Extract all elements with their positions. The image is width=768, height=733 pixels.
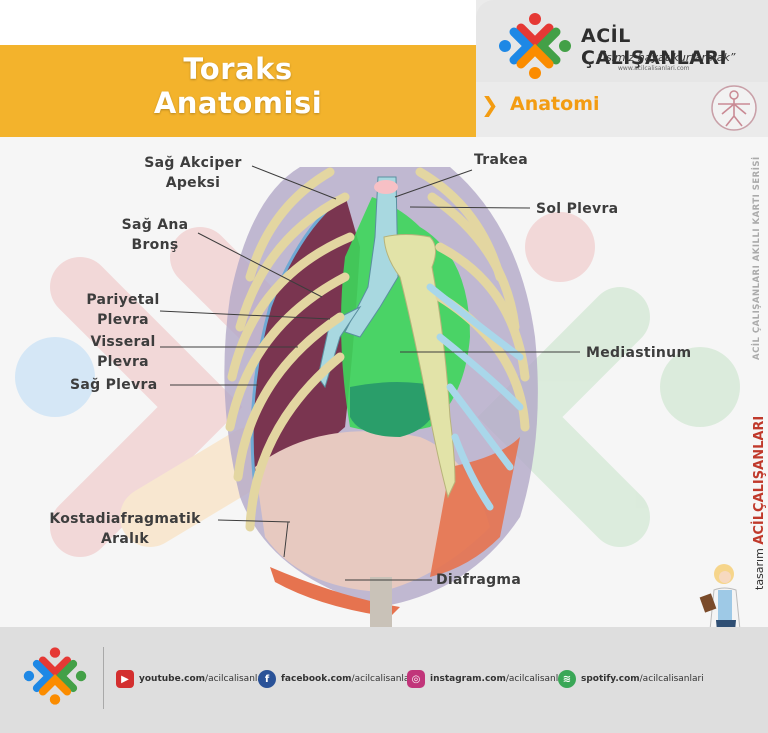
side-design-credit: tasarım ACİLÇALIŞANLARI xyxy=(752,380,768,590)
label-line: Sağ Ana xyxy=(121,217,189,233)
thorax-diagram xyxy=(15,165,740,627)
label-sol-plevra: Sol Plevra xyxy=(536,201,619,217)
facebook-domain: facebook.com xyxy=(281,674,352,684)
trachea-opening xyxy=(374,180,398,194)
label-line: Visseral xyxy=(90,334,156,350)
category-label: Anatomi xyxy=(510,93,600,115)
label-line: Plevra xyxy=(97,312,149,328)
brand-logo-icon xyxy=(499,13,571,79)
instagram-handle: /acilcalisanlari xyxy=(505,674,570,684)
label-line: Plevra xyxy=(97,354,149,370)
spotify-link[interactable]: ≋ spotify.com/acilcalisanlari xyxy=(558,668,704,690)
label-sag-plevra: Sağ Plevra xyxy=(70,377,158,393)
facebook-link[interactable]: f facebook.com/acilcalisanlari xyxy=(258,668,416,690)
youtube-icon: ▶ xyxy=(116,670,134,688)
label-line: Pariyetal xyxy=(86,292,160,308)
label-line: Bronş xyxy=(131,237,179,253)
title-line-2: Anatomisi xyxy=(153,86,323,120)
trachea xyxy=(344,176,399,338)
label-sag-ana-brons: Sağ Ana Bronş xyxy=(112,215,198,255)
brand-url: www.acilcalisanlari.com xyxy=(618,65,690,72)
costal-cartilages xyxy=(426,283,524,511)
side-design-brand: ACİLÇALIŞANLARI xyxy=(752,415,767,545)
facebook-icon: f xyxy=(258,670,276,688)
label-pariyetal-plevra: Pariyetal Plevra xyxy=(80,290,166,330)
label-kostadiafragmatik-aralik: Kostadiafragmatik Aralık xyxy=(40,509,210,549)
label-line: Aralık xyxy=(101,531,149,547)
instagram-link[interactable]: ◎ instagram.com/acilcalisanlari xyxy=(407,668,570,690)
title-band xyxy=(0,45,476,137)
side-series-label: ACİL ÇALIŞANLARI AKILLI KARTI SERİSİ xyxy=(752,156,762,360)
label-mediastinum: Mediastinum xyxy=(586,345,692,361)
instagram-domain: instagram.com xyxy=(430,674,506,684)
footer-divider xyxy=(103,647,104,709)
spotify-handle: /acilcalisanlari xyxy=(639,674,704,684)
title-line-1: Toraks xyxy=(183,52,293,86)
diaphragm-muscle-left xyxy=(270,567,400,617)
label-diafragma: Diafragma xyxy=(436,572,522,588)
label-visseral-plevra: Visseral Plevra xyxy=(80,332,166,372)
pointer-lines xyxy=(159,165,580,581)
youtube-domain: youtube.com xyxy=(139,674,206,684)
facebook-handle: /acilcalisanlari xyxy=(351,674,416,684)
youtube-link[interactable]: ▶ youtube.com/acilcalisanlari xyxy=(116,668,269,690)
brand-slogan: “İşimiz hayat kurtarmak” xyxy=(597,51,736,64)
vitruvian-man-icon xyxy=(711,85,757,131)
spine xyxy=(370,577,392,627)
label-line: Sağ Akciper xyxy=(144,155,242,171)
spotify-domain: spotify.com xyxy=(581,674,640,684)
label-line: Kostadiafragmatik xyxy=(49,511,201,527)
spotify-icon: ≋ xyxy=(558,670,576,688)
youtube-handle: /acilcalisanlari xyxy=(205,674,270,684)
footer-logo-icon xyxy=(23,647,87,705)
page-title: Toraks Anatomisi xyxy=(0,52,476,120)
label-trakea: Trakea xyxy=(474,152,529,168)
side-series-text: ACİL ÇALIŞANLARI AKILLI KARTI SERİSİ xyxy=(752,156,768,360)
brand-name: ACİL ÇALIŞANLARI xyxy=(581,25,728,69)
label-line: Apeksi xyxy=(165,175,221,191)
instagram-icon: ◎ xyxy=(407,670,425,688)
visceral-pleura-line xyxy=(250,193,346,488)
diaphragm-dome xyxy=(255,431,490,592)
mediastinum-lower xyxy=(350,382,440,437)
chevron-right-icon: ❯ xyxy=(481,93,499,117)
label-sag-akciger-apeksi: Sağ Akciper Apeksi xyxy=(134,153,252,193)
